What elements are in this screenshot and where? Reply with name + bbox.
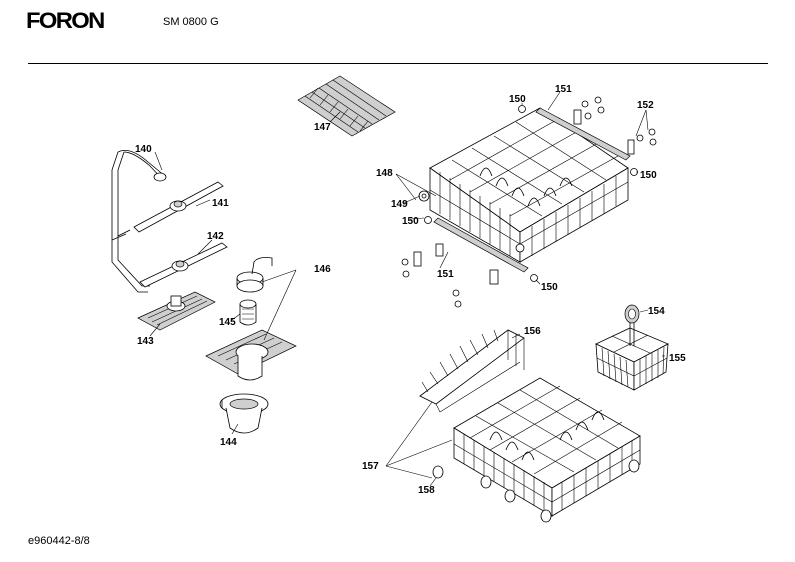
part-141-upper-spray-arm	[133, 181, 224, 233]
part-156-tine-rack	[419, 329, 525, 413]
part-145-filter-cylinder	[239, 299, 257, 326]
callout-149: 149	[391, 199, 408, 210]
brand-logo: FORON	[26, 8, 105, 33]
callout-labels: 140 141 142 143 144 145 146 147 148 149 …	[135, 84, 686, 496]
model-number: SM 0800 G	[163, 16, 219, 28]
part-147-cup-shelf	[297, 75, 396, 137]
callout-152: 152	[637, 100, 654, 111]
callout-150-bottom: 150	[541, 282, 558, 293]
part-157-lower-basket	[453, 377, 641, 517]
document-id: e960442-8/8	[28, 535, 90, 547]
callout-148: 148	[376, 168, 393, 179]
callout-155: 155	[669, 353, 686, 364]
callout-141: 141	[212, 198, 229, 209]
part-142-lower-spray-arm	[139, 242, 228, 288]
callout-156: 156	[524, 326, 541, 337]
header-rule	[28, 63, 768, 64]
callout-146: 146	[314, 264, 331, 275]
callout-143: 143	[137, 336, 154, 347]
callout-147: 147	[314, 122, 331, 133]
part-158-wheels	[432, 459, 640, 523]
callout-140: 140	[135, 144, 152, 155]
callout-150-right: 150	[640, 170, 657, 181]
callout-150-left: 150	[402, 216, 419, 227]
part-151-rails	[433, 107, 631, 273]
part-155-cutlery-basket	[595, 327, 669, 391]
leader-lines	[149, 91, 665, 487]
callout-150-top: 150	[509, 94, 526, 105]
callout-151-bottom: 151	[437, 269, 454, 280]
callout-145: 145	[219, 317, 236, 328]
part-148-upper-basket	[429, 107, 629, 263]
callout-151-top: 151	[555, 84, 572, 95]
callout-158: 158	[418, 485, 435, 496]
part-144-micro-filter	[219, 393, 269, 434]
part-143-filter-plate	[137, 291, 216, 331]
callout-154: 154	[648, 306, 665, 317]
callout-157: 157	[362, 461, 379, 472]
part-154-basket-handle	[624, 304, 640, 346]
callout-144: 144	[220, 437, 237, 448]
upper-basket-hardware	[401, 96, 657, 308]
callout-142: 142	[207, 231, 224, 242]
part-146-filter-assembly	[205, 257, 297, 381]
